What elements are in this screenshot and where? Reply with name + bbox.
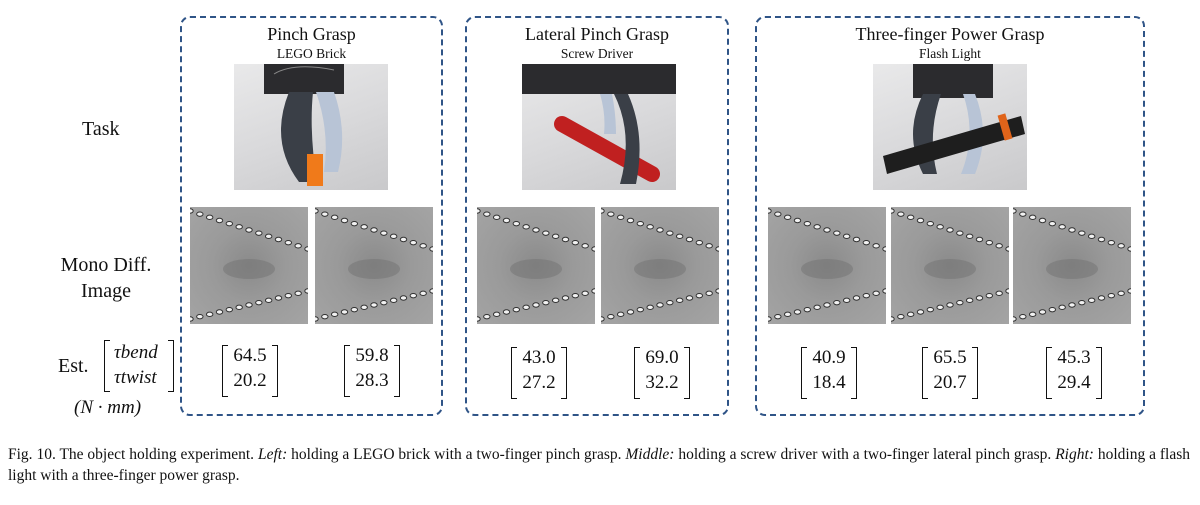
panel-title: Three-finger Power Grasp [855,24,1045,44]
marker-dots [477,208,595,322]
task-photo-flash-light [873,64,1027,190]
caption-middle-text: holding a screw driver with a two-finger… [674,446,1056,463]
mono-diff-image-power-3 [1013,207,1131,324]
panel-subtitle: Screw Driver [560,46,634,61]
mono-diff-image-pinch-2 [315,207,433,324]
gripper-illustration [264,64,344,186]
mono-diff-image-power-2 [891,207,1009,324]
caption-left-text: holding a LEGO brick with a two-finger p… [287,446,626,463]
mono-diff-image-pinch-1 [190,207,308,324]
gripper-illustration [883,64,1025,174]
marker-dots [768,208,886,322]
caption-middle-label: Middle: [625,446,675,463]
gripper-illustration [522,64,676,184]
panel-pinch-grasp: Pinch Grasp LEGO Brick [180,16,443,416]
row-label-task: Task [82,118,120,140]
panel-title: Pinch Grasp [267,24,356,44]
marker-dots [1013,208,1131,322]
mono-diff-image-lateral-2 [601,207,719,324]
panel-subtitle: LEGO Brick [276,46,347,61]
panel-three-finger-power-grasp: Three-finger Power Grasp Flash Light [755,16,1145,416]
estimate-unit: (N · mm) [74,397,142,418]
panel-lateral-pinch-grasp: Lateral Pinch Grasp Screw Driver [465,16,729,416]
panel-subtitle: Flash Light [919,46,981,61]
marker-dots [891,208,1009,322]
mono-diff-image-power-1 [768,207,886,324]
caption-prefix: Fig. 10. The object holding experiment. [8,446,258,463]
mono-diff-image-lateral-1 [477,207,595,324]
marker-dots [190,208,308,322]
marker-dots [315,208,433,322]
caption-right-text: holding a flash light with a three-finge… [8,446,1191,484]
task-photo-lego-brick [234,64,388,190]
estimate-bracket-left [104,340,110,392]
tau-bend-label: τbend [114,342,158,363]
row-label-mono-line2: Image [81,280,131,302]
caption-left-label: Left: [257,446,288,463]
panel-title: Lateral Pinch Grasp [525,24,669,44]
figure-caption: Fig. 10. The object holding experiment. … [8,444,1190,486]
task-photo-screw-driver [522,64,676,190]
estimate-prefix: Est. [58,355,89,377]
row-label-mono-diff: Mono Diff. Image [50,252,162,304]
row-label-mono-line1: Mono Diff. [60,254,152,276]
tau-twist-label: τtwist [114,367,157,388]
marker-dots [601,208,719,322]
caption-right-label: Right: [1055,446,1094,463]
estimate-bracket-right [168,340,174,392]
row-label-estimate: Est. τbend τtwist [58,340,178,392]
